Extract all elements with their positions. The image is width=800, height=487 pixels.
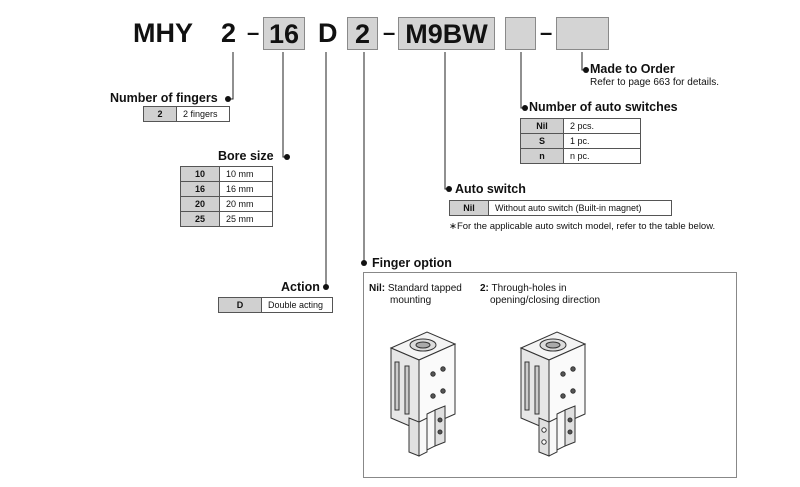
option-line2: mounting — [390, 295, 432, 306]
option-line1: Through-holes in — [491, 283, 567, 294]
switches-value: n pc. — [563, 148, 641, 164]
bore-code-box: 16 — [263, 17, 305, 50]
separator-dash: – — [540, 20, 553, 45]
bore-key: 20 — [180, 196, 220, 212]
auto-switch-value: Without auto switch (Built-in magnet) — [488, 200, 672, 216]
table-row: 25 25 mm — [180, 211, 273, 227]
bore-key: 16 — [180, 181, 220, 197]
option-key: Nil: — [369, 283, 386, 294]
action-value: Double acting — [261, 297, 333, 313]
option-line1: Standard tapped — [387, 283, 462, 294]
switches-value: 1 pc. — [563, 133, 641, 149]
auto-switch-title: Auto switch — [455, 182, 526, 196]
auto-switch-code-box: M9BW — [398, 17, 495, 50]
table-row: Nil 2 pcs. — [520, 118, 641, 134]
action-key: D — [218, 297, 262, 313]
bore-size-table: 10 10 mm 16 16 mm 20 20 mm 25 25 mm — [180, 166, 273, 227]
finger-option-through-holes: 2: Through-holes in opening/closing dire… — [480, 283, 600, 307]
table-row: S 1 pc. — [520, 133, 641, 149]
made-to-order-note: Refer to page 663 for details. — [590, 77, 719, 88]
made-to-order-title: Made to Order — [590, 62, 675, 76]
switch-count-code-box — [505, 17, 536, 50]
fingers-value: 2 fingers — [176, 106, 230, 122]
series-code: MHY — [133, 18, 193, 48]
made-to-order-code-box — [556, 17, 609, 50]
action-table: D Double acting — [218, 297, 333, 313]
number-of-fingers-table: 2 2 fingers — [143, 106, 230, 122]
action-code: D — [318, 18, 338, 48]
option-key: 2: — [480, 283, 489, 294]
separator-dash: – — [383, 20, 396, 45]
bore-value: 10 mm — [219, 166, 273, 182]
table-row: 10 10 mm — [180, 166, 273, 182]
switches-value: 2 pcs. — [563, 118, 641, 134]
switches-key: S — [520, 133, 564, 149]
auto-switch-table: Nil Without auto switch (Built-in magnet… — [449, 200, 672, 216]
table-row: 16 16 mm — [180, 181, 273, 197]
gripper-standard-illustration — [389, 331, 457, 457]
finger-option-panel — [363, 272, 737, 478]
finger-option-title: Finger option — [372, 256, 452, 270]
switches-key: Nil — [520, 118, 564, 134]
table-row: Nil Without auto switch (Built-in magnet… — [449, 200, 672, 216]
table-row: 20 20 mm — [180, 196, 273, 212]
finger-option-standard: Nil: Standard tapped mounting — [369, 283, 462, 307]
number-of-auto-switches-title: Number of auto switches — [529, 100, 678, 114]
action-title: Action — [281, 280, 320, 294]
option-line2: opening/closing direction — [490, 295, 601, 306]
fingers-code: 2 — [221, 18, 237, 48]
bore-value: 25 mm — [219, 211, 273, 227]
auto-switch-key: Nil — [449, 200, 489, 216]
switches-key: n — [520, 148, 564, 164]
finger-option-code-box: 2 — [347, 17, 378, 50]
bore-key: 10 — [180, 166, 220, 182]
bore-key: 25 — [180, 211, 220, 227]
table-row: n n pc. — [520, 148, 641, 164]
gripper-through-holes-illustration — [519, 331, 587, 457]
table-row: D Double acting — [218, 297, 333, 313]
bore-value: 20 mm — [219, 196, 273, 212]
bore-value: 16 mm — [219, 181, 273, 197]
number-of-fingers-title: Number of fingers — [110, 91, 218, 105]
separator-dash: – — [247, 20, 260, 45]
table-row: 2 2 fingers — [143, 106, 230, 122]
auto-switch-note: ∗For the applicable auto switch model, r… — [449, 221, 716, 232]
fingers-key: 2 — [143, 106, 177, 122]
bore-size-title: Bore size — [218, 149, 274, 163]
number-of-auto-switches-table: Nil 2 pcs. S 1 pc. n n pc. — [520, 118, 641, 164]
